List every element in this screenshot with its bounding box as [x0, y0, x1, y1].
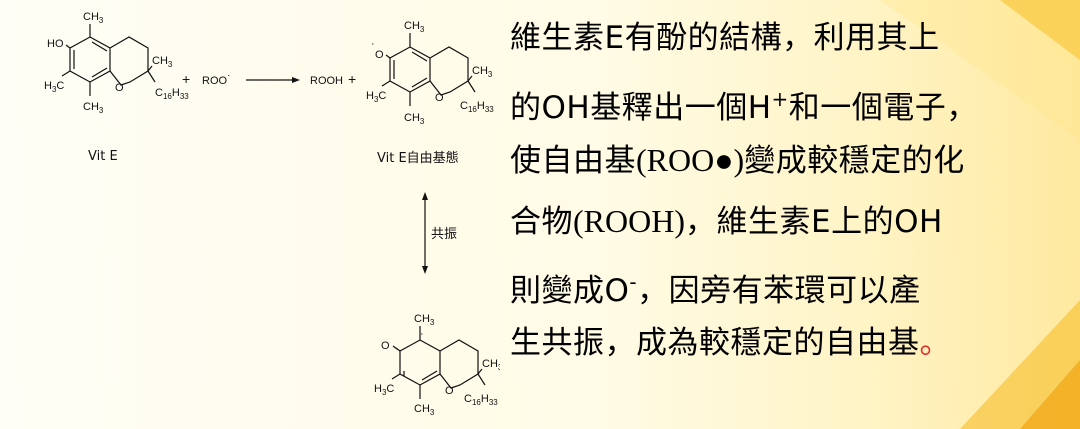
resonance-ch3-bottom: CH3 [414, 403, 435, 417]
line3-text-a: 使自由基 [510, 143, 636, 179]
plus-sign-2: + [348, 71, 356, 87]
resonance-dot: · [420, 328, 424, 340]
line6-period: 。 [919, 325, 951, 361]
line2-superscript: + [771, 87, 789, 111]
resonance-label: 共振 [431, 227, 457, 242]
text-line-5: 則變成O-，因旁有苯環可以產 [510, 252, 1070, 313]
resonance-ketone-oxygen: O [381, 340, 390, 352]
resonance-c16h33: C16H33 [464, 393, 498, 407]
roo-radical-label: ROO· [202, 70, 230, 87]
line5-text-b: ，因旁有苯環可以產 [637, 273, 921, 309]
explanation-text: 維生素E有酚的結構，利用其上 的OH基釋出一個H+和一個電子， 使自由基(ROO… [510, 8, 1070, 374]
line6-text-a: 生共振，成為較穩定的自由基 [510, 325, 920, 361]
rooh-label: ROOH [310, 75, 343, 87]
radical-c16h33: C16H33 [460, 100, 494, 114]
vit-e-ch3-bottom: CH3 [83, 101, 104, 115]
vit-e-ch3-top: CH3 [83, 11, 104, 25]
line3-text-b: 變成較穩定的化 [744, 143, 965, 179]
vit-e-benzene-ring [69, 36, 111, 83]
line5-text-a: 則變成O [510, 273, 630, 309]
radical-oxygen-label: O [375, 49, 384, 61]
vit-e-ho-label: HO [47, 38, 64, 50]
radical-ch3-right: CH3 [472, 65, 493, 79]
text-line-3: 使自由基(ROO●)變成較穩定的化 [510, 130, 1070, 191]
vit-e-c16h33: C16H33 [155, 87, 189, 101]
vit-e-ring-oxygen: O [115, 82, 124, 94]
vit-e-ch3-right: CH3 [152, 55, 173, 69]
radical-benzene-ring [389, 46, 431, 93]
resonance-ch3-right: CH3 [482, 358, 500, 372]
text-line-1: 維生素E有酚的結構，利用其上 [510, 8, 1070, 69]
radical-h3c-label: H3C [366, 90, 386, 104]
resonance-h3c-label: H3C [374, 383, 394, 397]
line1-text: 維生素E有酚的結構，利用其上 [510, 20, 940, 56]
text-line-4: 合物(ROOH)，維生素E上的OH [510, 191, 1070, 252]
resonance-pyran-ring [439, 339, 479, 389]
text-line-6: 生共振，成為較穩定的自由基。 [510, 313, 1070, 374]
vitamin-e-reaction-diagram: CH3 HO H3C CH3 O CH3 C16H33 Vit E + ROO·… [44, 11, 500, 417]
line2-text-b: 和一個電子， [788, 90, 978, 126]
vit-e-h3c-label: H3C [44, 80, 64, 94]
radical-caption: Vit E自由基態 [377, 150, 459, 166]
plus-sign-1: + [182, 71, 190, 87]
radical-dot: · [371, 38, 375, 50]
resonance-ch3-top: CH3 [414, 313, 435, 327]
radical-ch3-top: CH3 [404, 20, 425, 34]
resonance-ring-oxygen: O [445, 385, 454, 397]
radical-pyran-ring [429, 46, 469, 96]
line3-formula: (ROO●) [636, 142, 745, 178]
radical-ch3-bottom: CH3 [404, 112, 425, 126]
radical-ring-oxygen: O [435, 92, 444, 104]
line4-text-b: ，維生素E上的OH [684, 204, 943, 240]
line4-text-a: 合物 [510, 204, 573, 240]
vit-e-caption: Vit E [88, 149, 118, 164]
line4-formula: (ROOH) [573, 203, 685, 239]
text-line-2: 的OH基釋出一個H+和一個電子， [510, 69, 1070, 130]
line2-text-a: 的OH基釋出一個H [510, 90, 772, 126]
resonance-six-ring [399, 339, 441, 386]
line5-superscript: - [629, 270, 638, 294]
vit-e-pyran-ring [109, 36, 149, 86]
